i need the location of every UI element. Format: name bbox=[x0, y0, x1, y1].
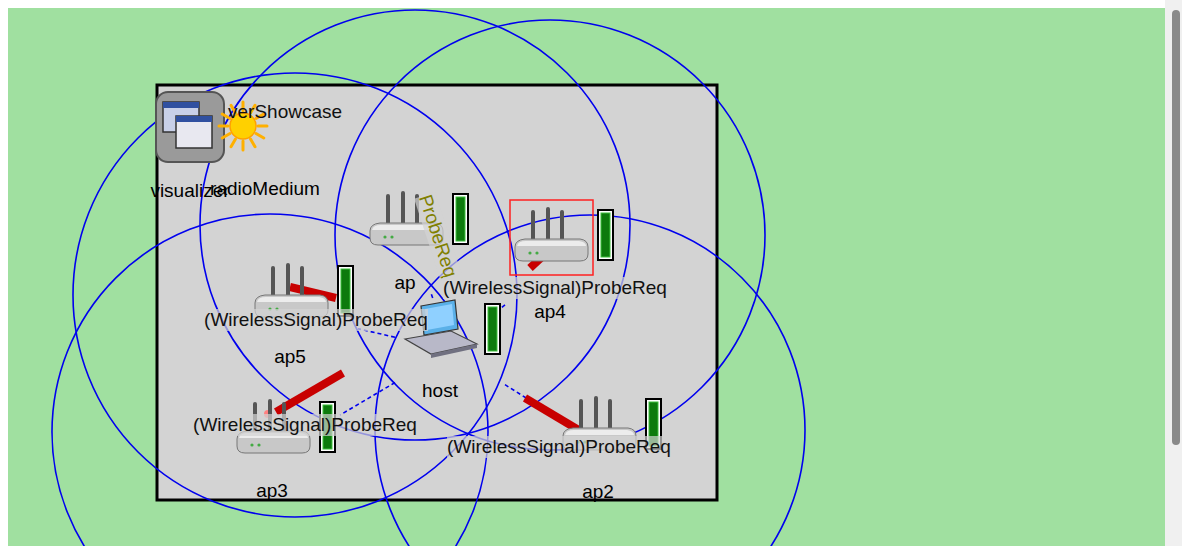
node-label: ap2 bbox=[548, 481, 666, 503]
canvas-ground bbox=[8, 8, 1165, 546]
node-label: ap4 bbox=[500, 301, 618, 323]
network-name: verShowcase bbox=[228, 101, 342, 123]
node-label: radioMedium bbox=[210, 178, 320, 200]
range-circles bbox=[52, 10, 805, 546]
selection-box bbox=[510, 200, 593, 275]
node-icon bbox=[150, 90, 230, 166]
message-label: (WirelessSignal)ProbeReq bbox=[443, 277, 667, 299]
access-point: ap4 bbox=[500, 198, 618, 323]
link-line bbox=[340, 383, 395, 416]
node-icon bbox=[500, 198, 618, 273]
node-label: ap5 bbox=[240, 346, 358, 368]
message-label: (WirelessSignal)ProbeReq bbox=[447, 436, 671, 458]
node-label: host bbox=[395, 380, 505, 402]
message-label: (WirelessSignal)ProbeReq bbox=[204, 309, 428, 331]
scrollbar-track bbox=[1165, 0, 1182, 546]
scrollbar-thumb bbox=[1172, 10, 1180, 445]
node-label: ap3 bbox=[222, 480, 340, 502]
message-label: (WirelessSignal)ProbeReq bbox=[193, 414, 417, 436]
link-line bbox=[431, 294, 432, 298]
